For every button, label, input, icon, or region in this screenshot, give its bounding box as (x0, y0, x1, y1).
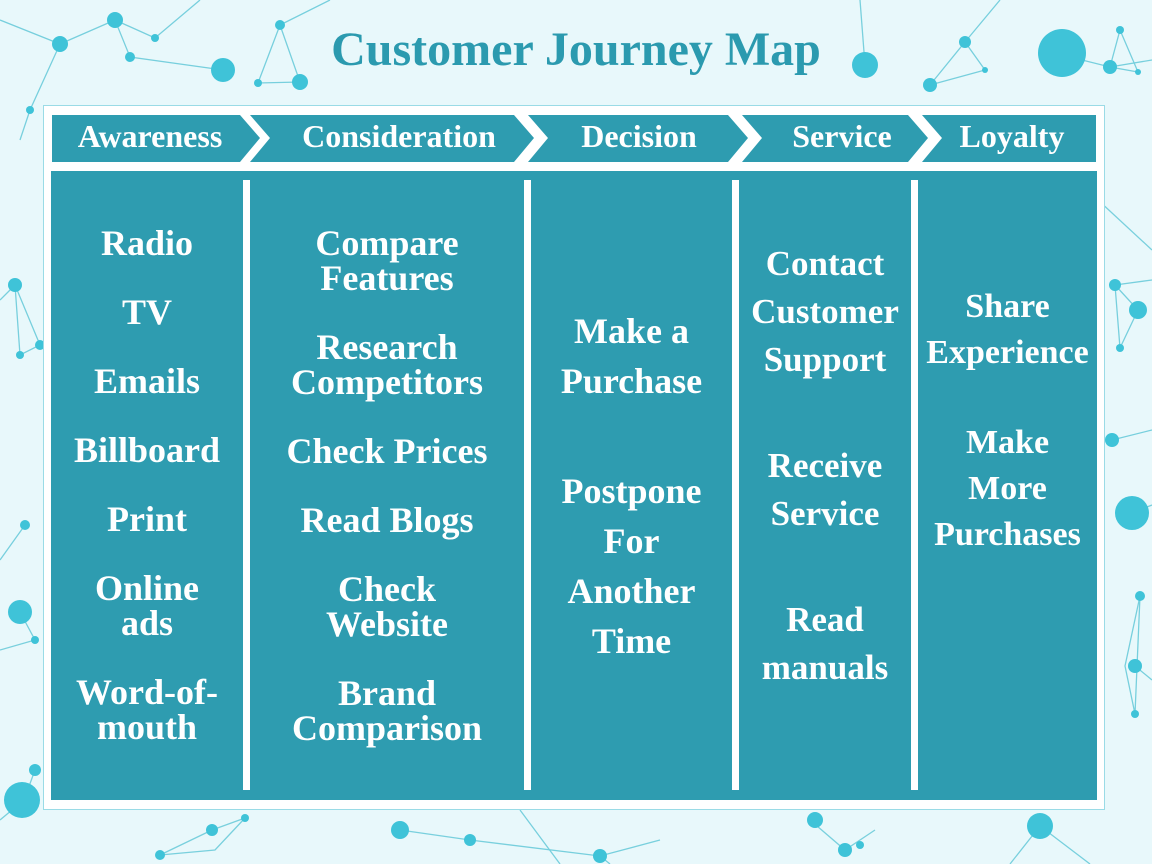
touchpoint-item: Postpone For Another Time (561, 470, 702, 661)
column-decision: Make a Purchase Postpone For Another Tim… (531, 171, 732, 800)
column-divider (524, 180, 531, 790)
touchpoint-item: Research Competitors (291, 326, 483, 402)
column-loyalty: Share Experience Make More Purchases (918, 171, 1097, 800)
page-title: Customer Journey Map (331, 23, 821, 76)
touchpoint-item: Make More Purchases (934, 423, 1081, 553)
touchpoint-item: Compare Features (315, 222, 459, 298)
touchpoint-item: Read manuals (761, 599, 889, 687)
touchpoint-item: Share Experience (926, 287, 1089, 371)
column-divider (732, 180, 739, 790)
touchpoint-item: Read Blogs (300, 499, 474, 540)
touchpoint-item: Word-of-mouth (76, 672, 218, 747)
stage-label-decision: Decision (581, 118, 697, 154)
touchpoint-item: TV (121, 292, 172, 332)
column-divider (911, 180, 918, 790)
touchpoint-item: Contact Customer Support (751, 243, 899, 379)
touchpoint-item: Print (107, 499, 187, 539)
column-divider (243, 180, 250, 790)
column-service: Contact Customer Support Receive Service… (739, 171, 911, 800)
touchpoint-item: Check Prices (286, 430, 488, 471)
touchpoint-item: Make a Purchase (560, 310, 703, 401)
touchpoint-item: Emails (93, 361, 200, 401)
touchpoint-item: Receive Service (767, 445, 883, 533)
column-consideration: Compare Features Research Competitors Ch… (250, 171, 524, 800)
column-awareness: Radio TV Emails Billboard Print Online a… (51, 171, 243, 800)
touchpoint-item: Online ads (94, 568, 200, 643)
stage-label-consideration: Consideration (302, 118, 496, 154)
touchpoint-item: Check Website (326, 568, 448, 644)
touchpoint-item: Billboard (73, 430, 221, 470)
stage-label-loyalty: Loyalty (959, 118, 1065, 154)
touchpoint-item: Radio (100, 223, 194, 263)
stages-body-panel (51, 171, 1097, 800)
stage-label-awareness: Awareness (77, 118, 223, 154)
touchpoint-item: Brand Comparison (291, 672, 483, 748)
stage-label-service: Service (792, 118, 892, 154)
